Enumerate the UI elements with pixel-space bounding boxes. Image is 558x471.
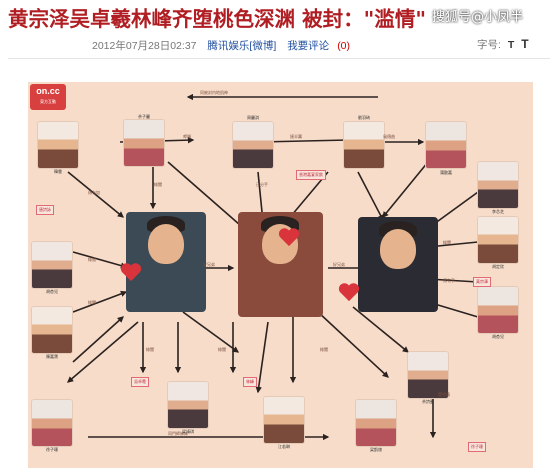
heart-icon — [338, 283, 360, 302]
article-headline: 黄宗泽吴卓羲林峰齐堕桃色深渊 被封："滥情"1" — [8, 7, 428, 31]
relation-label: 閨密情 — [438, 392, 450, 397]
relation-label: 緋聞 — [320, 347, 328, 352]
name-tag: 吳卓羲 — [131, 377, 149, 387]
portrait-name: 徐子珊 — [46, 447, 58, 452]
portrait-p14 — [356, 400, 396, 446]
comment-count[interactable]: (0) — [337, 40, 351, 52]
central-figure-right — [358, 217, 438, 312]
central-figure-left — [126, 212, 206, 312]
relation-label: 緋聞 — [88, 257, 96, 262]
comment-link[interactable]: 我要评论 — [287, 40, 330, 52]
header-divider — [8, 58, 550, 59]
portrait-p3 — [233, 122, 273, 168]
portrait-name: 胡杏兒 — [492, 334, 504, 339]
portrait-name: 李芯芝 — [492, 209, 504, 214]
portrait-p13 — [264, 397, 304, 443]
font-size-large-button[interactable]: T — [521, 37, 529, 51]
font-size-small-button[interactable]: T — [507, 39, 515, 51]
relation-label: 緋聞 — [218, 347, 226, 352]
portrait-name: 蒲懿嘉 — [440, 170, 452, 175]
portrait-p2 — [124, 120, 164, 166]
portrait-name: 胡定欣 — [492, 264, 504, 269]
relation-label: 同門師姊妹 — [168, 431, 188, 436]
heart-icon — [120, 263, 142, 282]
portrait-p6 — [478, 162, 518, 208]
portrait-p12 — [168, 382, 208, 428]
heart-icon — [278, 228, 300, 247]
relation-label: 好兄弟 — [203, 262, 215, 267]
relation-label: 好兄弟 — [333, 262, 345, 267]
relationship-graphic: on.cc 東方互動 同被封内地肌神 韓雲 佘子麗 周麗淇 劉羽琦 蒲懿嘉 李芯… — [28, 82, 533, 468]
relation-label: 傳有加 — [88, 190, 100, 195]
portrait-name: 陳嘉寶 — [46, 354, 58, 359]
central-figure-middle — [238, 212, 323, 317]
article-meta: 2012年07月28日02:37 腾讯娱乐[微博] 我要评论 (0) — [92, 38, 350, 53]
portrait-p5 — [426, 122, 466, 168]
portrait-p7 — [478, 217, 518, 263]
portrait-name: 梁靖琪 — [182, 429, 194, 434]
portrait-p4 — [344, 122, 384, 168]
portrait-p8 — [478, 287, 518, 333]
portrait-name: 江若琳 — [278, 444, 290, 449]
portrait-name: 周麗淇 — [247, 115, 259, 120]
portrait-name: 佘子麗 — [138, 114, 150, 119]
relation-label: 傳有手 — [443, 278, 455, 283]
portrait-p9 — [32, 242, 72, 288]
oncc-logo: on.cc 東方互動 — [30, 84, 66, 110]
relation-label: 風傳曲 — [383, 134, 395, 139]
portrait-p15 — [408, 352, 448, 398]
portrait-name: 韓雲 — [54, 169, 62, 174]
relation-label: 緋聞 — [88, 300, 96, 305]
portrait-name: 佘詩曼 — [422, 399, 434, 404]
font-size-control: 字号: T T — [477, 37, 529, 52]
portrait-name: 劉羽琦 — [358, 115, 370, 120]
publish-datetime: 2012年07月28日02:37 — [92, 40, 197, 52]
portrait-p10 — [32, 307, 72, 353]
portrait-p1 — [38, 122, 78, 168]
name-tag: 香港嘉宴家飲 — [296, 170, 326, 180]
portrait-name: 胡杏兒 — [46, 289, 58, 294]
relation-label: 呷醋 — [183, 134, 191, 139]
relation-label: 緋聞 — [154, 182, 162, 187]
relation-label: 已分手 — [256, 182, 268, 187]
portrait-p11 — [32, 400, 72, 446]
name-tag: 唐詩詠 — [36, 205, 54, 215]
relation-label: 撻半壽 — [290, 134, 302, 139]
relation-label: 緋聞 — [443, 240, 451, 245]
top-relation-label: 同被封内地肌神 — [200, 90, 228, 95]
name-tag: 林峰 — [243, 377, 257, 387]
relation-label: 緋聞 — [146, 347, 154, 352]
portrait-name: 梁凱旅 — [370, 447, 382, 452]
source-link[interactable]: 腾讯娱乐[微博] — [207, 40, 277, 52]
watermark: 搜狐号@小凤半 — [432, 10, 524, 25]
font-size-label: 字号: — [477, 39, 501, 51]
name-tag: 黃宗澤 — [473, 277, 491, 287]
name-tag: 徐子珊 — [468, 442, 486, 452]
